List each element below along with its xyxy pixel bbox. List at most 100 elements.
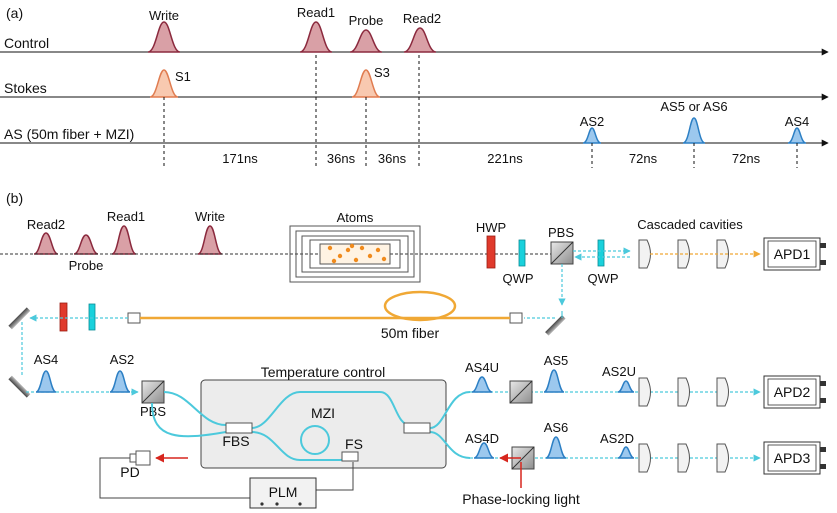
pulse-write (147, 21, 181, 53)
apd1-box (763, 237, 821, 271)
pulse-as2u (617, 380, 635, 393)
interval-6: 72ns (732, 151, 761, 166)
label-probe: Probe (349, 13, 384, 28)
label-read1: Read1 (297, 5, 335, 20)
pulse-as56 (682, 117, 706, 144)
pulse-read1 (299, 21, 333, 53)
qwp-label-2: QWP (587, 271, 618, 286)
row-label-as: AS (50m fiber + MZI) (4, 126, 134, 142)
pd-label: PD (120, 464, 139, 480)
atoms-dots (327, 243, 387, 264)
label-as5: AS5 (544, 353, 569, 368)
mzi-label: MZI (311, 405, 335, 421)
pulse-as6 (545, 436, 567, 459)
row-label-stokes: Stokes (4, 80, 47, 96)
panel-b: (b) Read2 Probe Read1 Write Atoms (0, 190, 826, 509)
mirror-bottom-left (8, 375, 31, 398)
timing-markers (163, 55, 798, 168)
apd2-box (763, 375, 821, 409)
qwp-label-1: QWP (502, 271, 533, 286)
pulse-as4d (473, 442, 495, 459)
label-write: Write (149, 8, 179, 23)
qwp-plate-left (88, 303, 96, 331)
panel-a: (a) Control Stokes AS (50m fiber + MZI) … (0, 5, 829, 168)
pulse-as4 (787, 127, 807, 144)
apd3-box (763, 441, 821, 475)
atoms-label: Atoms (337, 210, 374, 225)
b-label-write: Write (195, 209, 225, 224)
temperature-box (200, 379, 447, 469)
b-label-read1: Read1 (107, 209, 145, 224)
phase-lock-label: Phase-locking light (462, 491, 580, 507)
temperature-label: Temperature control (261, 364, 386, 380)
apd2-label: APD2 (774, 384, 811, 400)
label-as2d: AS2D (600, 431, 634, 446)
label-as2u: AS2U (602, 364, 636, 379)
panel-b-tag: (b) (6, 190, 23, 206)
interval-5: 72ns (629, 151, 658, 166)
fs-label: FS (345, 436, 363, 452)
mzi-fiber-loop (300, 425, 330, 455)
b-pulse-probe (73, 234, 99, 255)
apd1-label: APD1 (774, 246, 811, 262)
label-read2: Read2 (403, 11, 441, 26)
fbs-right (403, 422, 431, 434)
pulse-as2 (582, 127, 602, 144)
b-pulse-write (197, 225, 223, 255)
hwp-plate-left (59, 302, 68, 332)
qwp-plate-1 (518, 239, 526, 267)
pd-detector (135, 450, 151, 466)
label-as4u: AS4U (465, 360, 499, 375)
interval-2: 36ns (327, 151, 356, 166)
plm-label: PLM (269, 484, 298, 500)
b-pulse-as2 (109, 370, 131, 393)
b-pulse-read2 (33, 232, 59, 255)
cavities-upper (638, 377, 729, 407)
pbs-top-label: PBS (548, 225, 574, 240)
mirror-right (545, 315, 566, 336)
pulse-as5 (543, 369, 565, 393)
b-label-as4: AS4 (34, 352, 59, 367)
interval-3: 36ns (378, 151, 407, 166)
apd3-label: APD3 (774, 450, 811, 466)
pulse-read2 (403, 27, 437, 53)
label-s3: S3 (374, 65, 390, 80)
fiber-loop (383, 290, 457, 322)
fiber-coupler-left (127, 312, 141, 324)
hwp-label: HWP (476, 220, 506, 235)
label-as2: AS2 (580, 114, 605, 129)
pulse-s1 (149, 69, 179, 98)
fiber-coupler-right (509, 312, 523, 324)
label-as4d: AS4D (465, 431, 499, 446)
fs-cable (315, 462, 354, 491)
b-label-probe: Probe (69, 258, 104, 273)
atom-cell: Atoms (289, 210, 421, 283)
fiber-label: 50m fiber (381, 325, 440, 341)
fbs-left (225, 422, 253, 434)
pulse-as4u (471, 376, 493, 393)
interval-1: 171ns (222, 151, 258, 166)
panel-a-tag: (a) (6, 5, 23, 21)
label-s1: S1 (175, 69, 191, 84)
mirror-top-left (8, 307, 31, 330)
cavities-lower (638, 443, 729, 473)
label-as4: AS4 (785, 114, 810, 129)
b-label-read2: Read2 (27, 217, 65, 232)
qwp-plate-2 (597, 239, 605, 267)
pulse-probe (349, 29, 383, 53)
cavities-label: Cascaded cavities (637, 217, 743, 232)
label-as56: AS5 or AS6 (660, 99, 727, 114)
label-as6: AS6 (544, 420, 569, 435)
b-label-as2: AS2 (110, 352, 135, 367)
pulse-as2d (617, 446, 635, 459)
interval-4: 221ns (487, 151, 523, 166)
b-pulse-read1 (111, 225, 137, 255)
fbs-label: FBS (222, 433, 249, 449)
row-label-control: Control (4, 35, 49, 51)
pulse-s3 (351, 69, 381, 98)
fiber-stretcher (341, 451, 359, 462)
pd-cable (99, 457, 250, 499)
hwp-plate (486, 235, 496, 269)
b-pulse-as4 (35, 370, 57, 393)
